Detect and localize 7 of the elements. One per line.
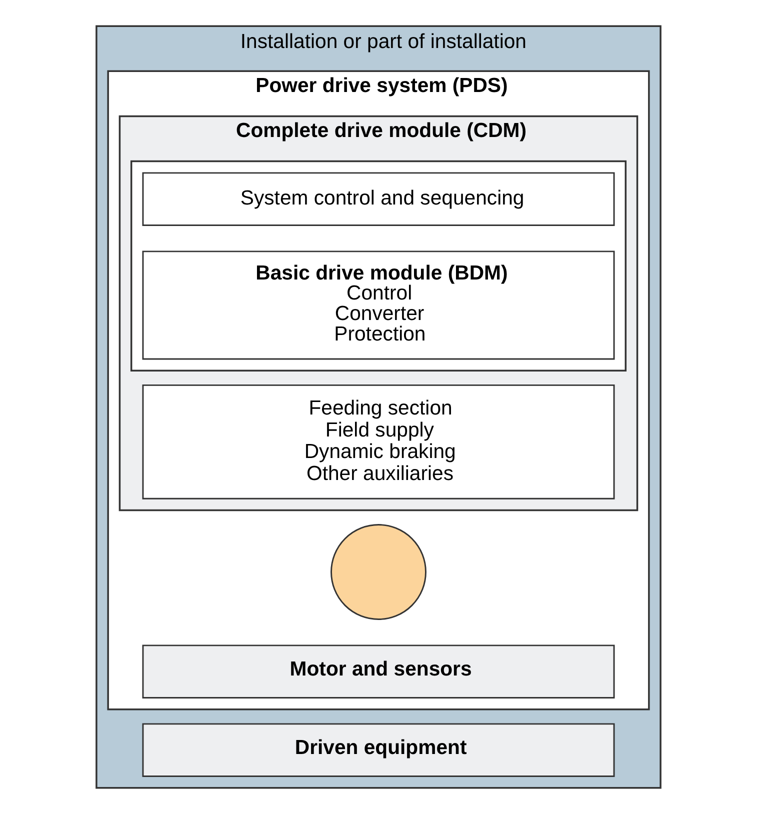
node-box: Feeding section Field supply Dynamic braking Other auxiliaries: [142, 384, 615, 500]
node-box: Motor and sensors: [142, 644, 615, 698]
node-box: System control and sequencing: [142, 172, 615, 226]
node-box: Basic drive module (BDM) Control Converter Protection: [142, 250, 615, 360]
node-circle: [330, 524, 426, 620]
node-box: Driven equipment: [142, 723, 615, 778]
cluster: [130, 160, 627, 372]
